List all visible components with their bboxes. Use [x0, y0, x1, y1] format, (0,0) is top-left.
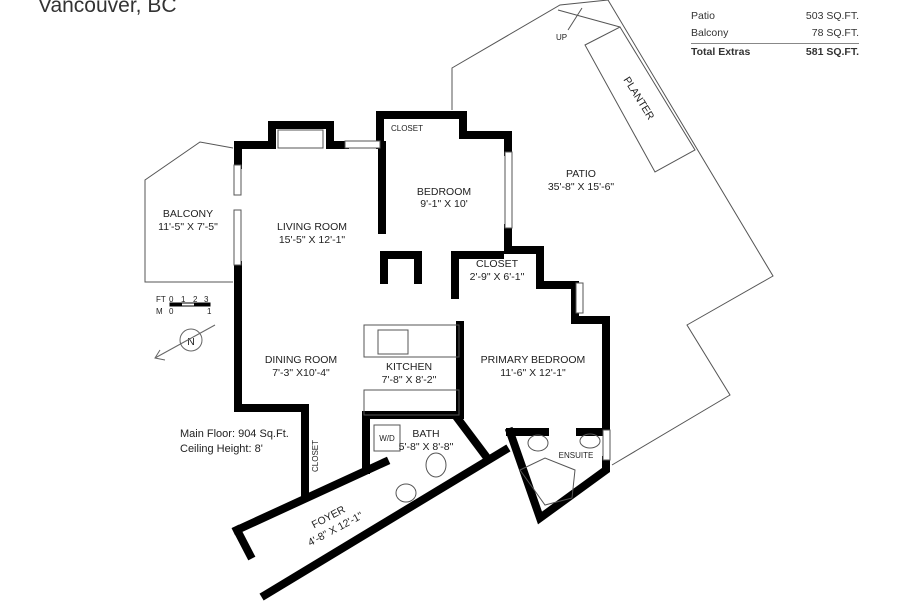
dining-room-dims: 7'-3" X10'-4" [272, 367, 330, 379]
scale-tick: 1 [207, 307, 212, 316]
stairs-up-label: UP [556, 33, 567, 42]
living-room-dims: 15'-5" X 12'-1" [279, 234, 346, 246]
primary-bedroom-label: PRIMARY BEDROOM [481, 354, 586, 366]
scale-bar: FT M 0 1 2 3 0 1 [156, 295, 212, 316]
closet-dims: 2'-9" X 6'-1" [470, 271, 525, 283]
row-label: Balcony [691, 27, 729, 39]
planter-label: PLANTER [621, 75, 657, 123]
toilet-icon [527, 434, 549, 452]
closet-label: CLOSET [476, 258, 519, 270]
extras-table: Patio 503 SQ.FT. Balcony 78 SQ.FT. Total E… [691, 8, 859, 61]
patio-label: PATIO [566, 168, 596, 180]
extras-row-balcony: Balcony 78 SQ.FT. [691, 25, 859, 42]
bedroom-dims: 9'-1" X 10' [420, 198, 467, 210]
scale-tick: 0 [169, 307, 174, 316]
page-title: Vancouver, BC [38, 0, 177, 17]
primary-bedroom-dims: 11'-6" X 12'-1" [500, 367, 566, 379]
bedroom-label: BEDROOM [417, 186, 471, 198]
extras-total: Total Extras 581 SQ.FT. [691, 43, 859, 61]
balcony-outline [144, 141, 234, 283]
row-label: Patio [691, 10, 715, 22]
foyer-closet-label: CLOSET [311, 440, 320, 472]
fixtures [363, 324, 601, 506]
bedroom-closet-label: CLOSET [391, 124, 423, 133]
scale-m-label: M [156, 307, 163, 316]
kitchen-counter [363, 389, 460, 416]
wd-label: W/D [379, 434, 395, 443]
north-arrow-icon: N [154, 324, 216, 361]
kitchen-label: KITCHEN [386, 361, 432, 373]
scale-tick: 3 [204, 295, 209, 304]
sink-icon [395, 483, 417, 503]
sink-icon [579, 433, 601, 449]
patio-outline [451, 0, 774, 466]
ensuite-label: ENSUITE [559, 451, 594, 460]
washer-dryer [373, 424, 401, 452]
kitchen-dims: 7'-8" X 8'-2" [382, 374, 437, 386]
total-value: 581 SQ.FT. [805, 46, 859, 58]
main-floor-area: Main Floor: 904 Sq.Ft. [180, 428, 289, 440]
ceiling-height: Ceiling Height: 8' [180, 443, 263, 455]
scale-tick: 1 [181, 295, 186, 304]
scale-tick: 0 [169, 295, 174, 304]
bath-label: BATH [412, 428, 439, 440]
bath-dims: 5'-8" X 8'-8" [399, 441, 454, 453]
dining-room-label: DINING ROOM [265, 354, 337, 366]
balcony-dims: 11'-5" X 7'-5" [158, 221, 218, 233]
stove-icon [377, 329, 409, 355]
total-label: Total Extras [691, 46, 751, 58]
scale-ft-label: FT [156, 295, 166, 304]
floor-info: Main Floor: 904 Sq.Ft. Ceiling Height: 8… [180, 427, 289, 457]
planter-outline [584, 26, 696, 173]
extras-row-patio: Patio 503 SQ.FT. [691, 8, 859, 25]
windows [233, 129, 611, 461]
stair-arrow [567, 7, 583, 31]
stair-line [557, 9, 621, 28]
shower-icon [519, 457, 576, 506]
patio-dims: 35'-8" X 15'-6" [548, 181, 615, 193]
scale-tick: 2 [193, 295, 198, 304]
row-value: 503 SQ.FT. [805, 10, 859, 22]
north-label: N [187, 336, 195, 348]
toilet-icon [425, 452, 447, 478]
balcony-label: BALCONY [163, 208, 213, 220]
living-room-label: LIVING ROOM [277, 221, 347, 233]
row-value: 78 SQ.FT. [811, 27, 859, 39]
